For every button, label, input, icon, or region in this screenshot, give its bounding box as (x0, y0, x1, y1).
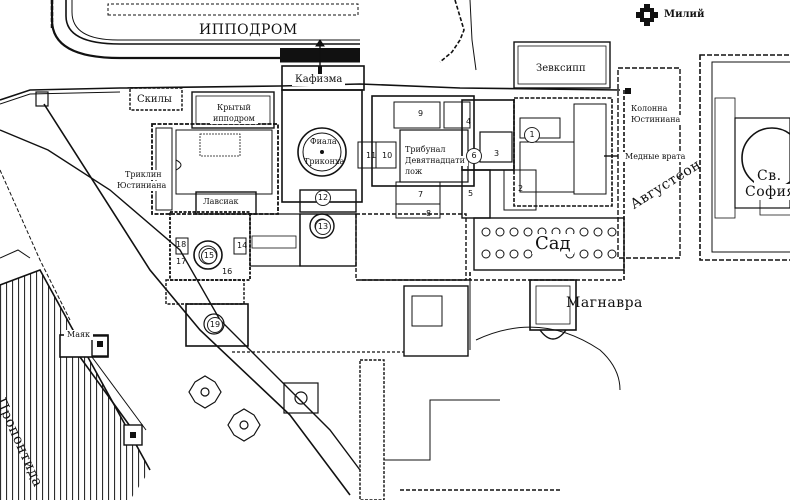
covered-hippodrome-label-1: Крытый (214, 103, 254, 113)
hagia-sophia-complex (699, 54, 790, 261)
marker-18: 18 (176, 240, 187, 249)
milion-monument-icon (636, 4, 658, 26)
triklinos-label-1: Триклин (122, 170, 165, 180)
kathisma-label: Кафизма (292, 74, 346, 86)
lighthouse-label: Маяк (64, 330, 94, 340)
southern-churches (188, 375, 319, 442)
marker-10: 10 (382, 151, 393, 160)
milion-label: Милий (664, 9, 705, 20)
hippodrome-outline (50, 0, 360, 60)
marker-1: 1 (524, 127, 540, 143)
marker-2: 2 (518, 184, 524, 193)
zeuxippus-building (513, 41, 611, 89)
tribunal-label-2: Девятнадцати (402, 156, 468, 166)
skyla-label: Скилы (134, 94, 175, 106)
augusteon-square (617, 67, 681, 259)
sophia-label-1: Св. (754, 168, 785, 184)
marker-9: 9 (418, 109, 424, 118)
marker-7: 7 (418, 190, 424, 199)
marker-16: 16 (222, 267, 233, 276)
lausiakos-label: Лавсиак (200, 197, 242, 207)
garden-label: Сад (532, 234, 574, 254)
southern-walls (232, 280, 560, 500)
phiale-label-2: Триконха (304, 157, 345, 166)
marker-17: 17 (176, 257, 187, 266)
sophia-label-2: София (742, 184, 790, 200)
bronze-gate-label: Медные врата (622, 152, 689, 162)
marker-15: 15 (201, 248, 217, 264)
tribunal-block (357, 95, 475, 219)
halls-east (461, 97, 618, 219)
marker-4: 4 (466, 117, 472, 126)
marker-13: 13 (315, 219, 331, 235)
covered-hippodrome-label-2: ипподром (210, 114, 258, 124)
chrysotriklinos-block (165, 211, 251, 347)
tribunal-label-3: лож (402, 167, 426, 177)
marker-8: 8 (426, 209, 432, 218)
west-annex (0, 91, 49, 259)
phiale-label-1: Фиала (310, 137, 337, 146)
tribunal-label-1: Трибунал (402, 145, 449, 155)
zeuxippus-label: Зевксипп (536, 63, 586, 74)
marker-11: 11 (366, 151, 377, 160)
column-label-1: Колонна (628, 104, 671, 114)
marker-14: 14 (237, 241, 248, 250)
marker-19: 19 (207, 317, 223, 333)
magnaura-label: Магнавра (566, 295, 643, 311)
triklinos-label-2: Юстиниана (114, 181, 170, 191)
kathisma-block (281, 39, 365, 203)
lighthouse-structure (59, 334, 147, 446)
marker-6: 6 (466, 148, 482, 164)
column-label-2: Юстиниана (628, 115, 684, 125)
skyla-block (129, 87, 275, 129)
hippodrome-label: ИППОДРОМ (196, 22, 301, 38)
marker-3: 3 (494, 149, 500, 158)
marker-5: 5 (468, 189, 474, 198)
marker-12: 12 (315, 190, 331, 206)
